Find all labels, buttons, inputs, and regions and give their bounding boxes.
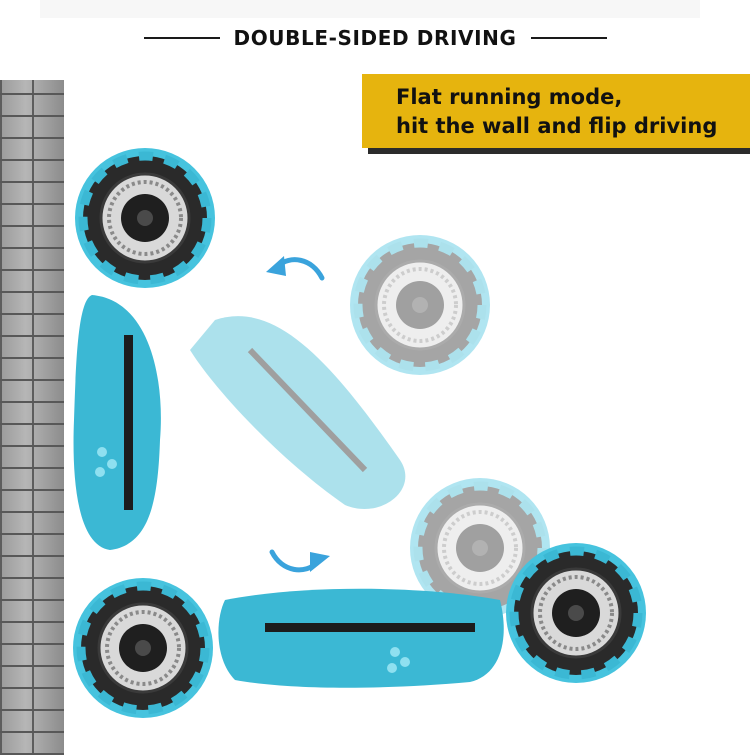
banner-line-2: hit the wall and flip driving <box>396 114 718 138</box>
car-on-floor-body <box>218 588 504 688</box>
car-on-wall-dot-3 <box>95 467 105 477</box>
car-ghost <box>190 235 550 618</box>
car-on-wall-stripe <box>124 335 133 510</box>
car-on-wall-dot-2 <box>107 459 117 469</box>
car-on-floor <box>73 543 646 718</box>
feature-banner: Flat running mode, hit the wall and flip… <box>362 74 750 148</box>
ghost-body <box>190 316 406 509</box>
header-rule-right <box>530 37 607 39</box>
car-on-floor-front-wheel <box>506 543 646 683</box>
brick-wall <box>0 80 64 755</box>
ghost-stripe <box>247 347 368 473</box>
car-on-wall-top-wheel <box>75 148 215 288</box>
car-on-wall-dot-1 <box>97 447 107 457</box>
header-rule-left <box>143 37 220 39</box>
car-on-wall-body <box>73 295 161 550</box>
car-on-floor-dot-2 <box>400 657 410 667</box>
ghost-wheel-top <box>350 235 490 375</box>
car-on-floor-stripe <box>265 623 475 632</box>
car-on-floor-rear-wheel <box>73 578 213 718</box>
top-strip <box>40 0 700 18</box>
banner-line-1: Flat running mode, <box>396 85 623 109</box>
car-on-floor-dot-3 <box>387 663 397 673</box>
curved-arrow-right-icon <box>269 549 330 573</box>
curved-arrow-left-icon <box>266 256 325 281</box>
car-on-wall <box>74 148 215 550</box>
page-title: DOUBLE-SIDED DRIVING <box>233 26 517 50</box>
car-on-floor-dot-1 <box>390 647 400 657</box>
header: DOUBLE-SIDED DRIVING <box>0 22 750 54</box>
